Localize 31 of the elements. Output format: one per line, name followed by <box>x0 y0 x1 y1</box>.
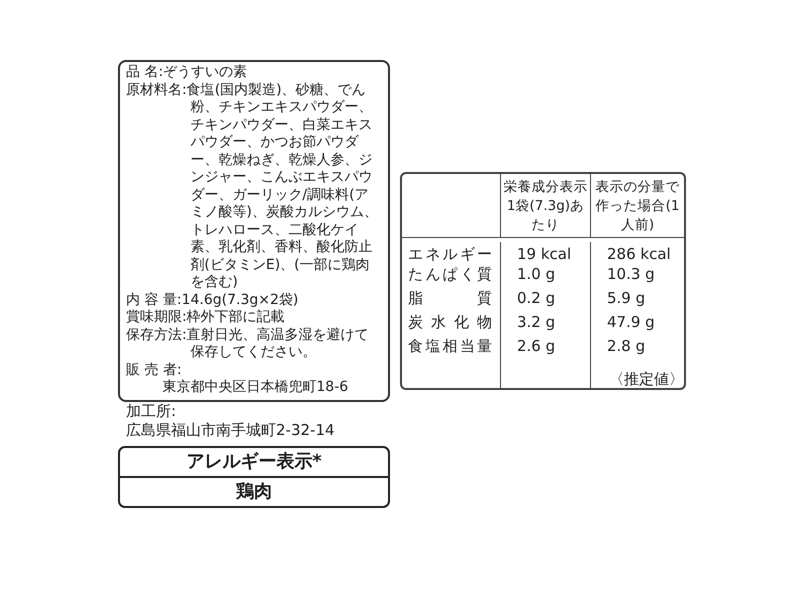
manufacturer-text: 広島県福山市南手城町2-32-14 <box>126 420 336 440</box>
label-box <box>118 60 390 402</box>
label-text: 販 売 者: <box>126 362 183 379</box>
table-cell: 286 kcal <box>590 242 684 262</box>
label-text: 内 容 量:14.6g(7.3g×2袋) <box>126 292 300 309</box>
label-text: 保存方法:直射日光、高温多湿を避けて保存してください。 <box>126 326 370 362</box>
table-cell-text: 食塩相当量 <box>407 336 493 357</box>
table-header: 栄養成分表示1袋(7.3g)あたり <box>500 174 590 238</box>
label-text: 原材料名:食塩(国内製造)、砂糖、でん粉、チキンエキスパウダー、チキンパウダー、白菜エキスパウダー、かつお節パウダー、乾燥ねぎ、乾燥人参、ジンジャー、こんぶエキスパウダー、ガーリック/調味料(アミノ酸等)、炭酸カルシウム、トレハロース、二酸化ケイ素、乳化剤、香料、酸化防止剤(ビタミンE)、(一部に鶏肉を含む) <box>126 82 379 292</box>
allergy-box <box>118 446 390 508</box>
label-text: 賞味期限:枠外下部に記載 <box>126 309 286 326</box>
table-header: 表示の分量で作った場合(1人前) <box>590 174 684 238</box>
table-cell: 47.9 g <box>590 310 684 334</box>
table-cell: 10.3 g <box>590 262 684 286</box>
table-cell: 2.6 g <box>500 334 590 358</box>
table-cell-text: たんぱく質 <box>407 264 493 285</box>
table-cell: 2.8 g <box>590 334 684 358</box>
table-cell-text: 脂 質 <box>407 288 493 309</box>
table-cell: 1.0 g <box>500 262 590 286</box>
table-cell-text: 炭 水 化 物 <box>407 312 493 333</box>
table-cell-text: エネルギー <box>407 244 493 262</box>
label-text: 品 名:ぞうすいの素 <box>126 64 248 82</box>
table-cell: 5.9 g <box>590 286 684 310</box>
allergy-text: アレルギー表示* <box>185 450 323 474</box>
manufacturer-text: 加工所: <box>126 402 178 420</box>
label-text: 東京都中央区日本橋兜町18-6 <box>161 379 350 396</box>
table-cell: 3.2 g <box>500 310 590 334</box>
table-cell: 0.2 g <box>500 286 590 310</box>
note-text: 〈推定値〉 <box>609 370 684 389</box>
table-cell: 19 kcal <box>500 242 590 262</box>
allergy-text: 鶏肉 <box>120 476 388 506</box>
